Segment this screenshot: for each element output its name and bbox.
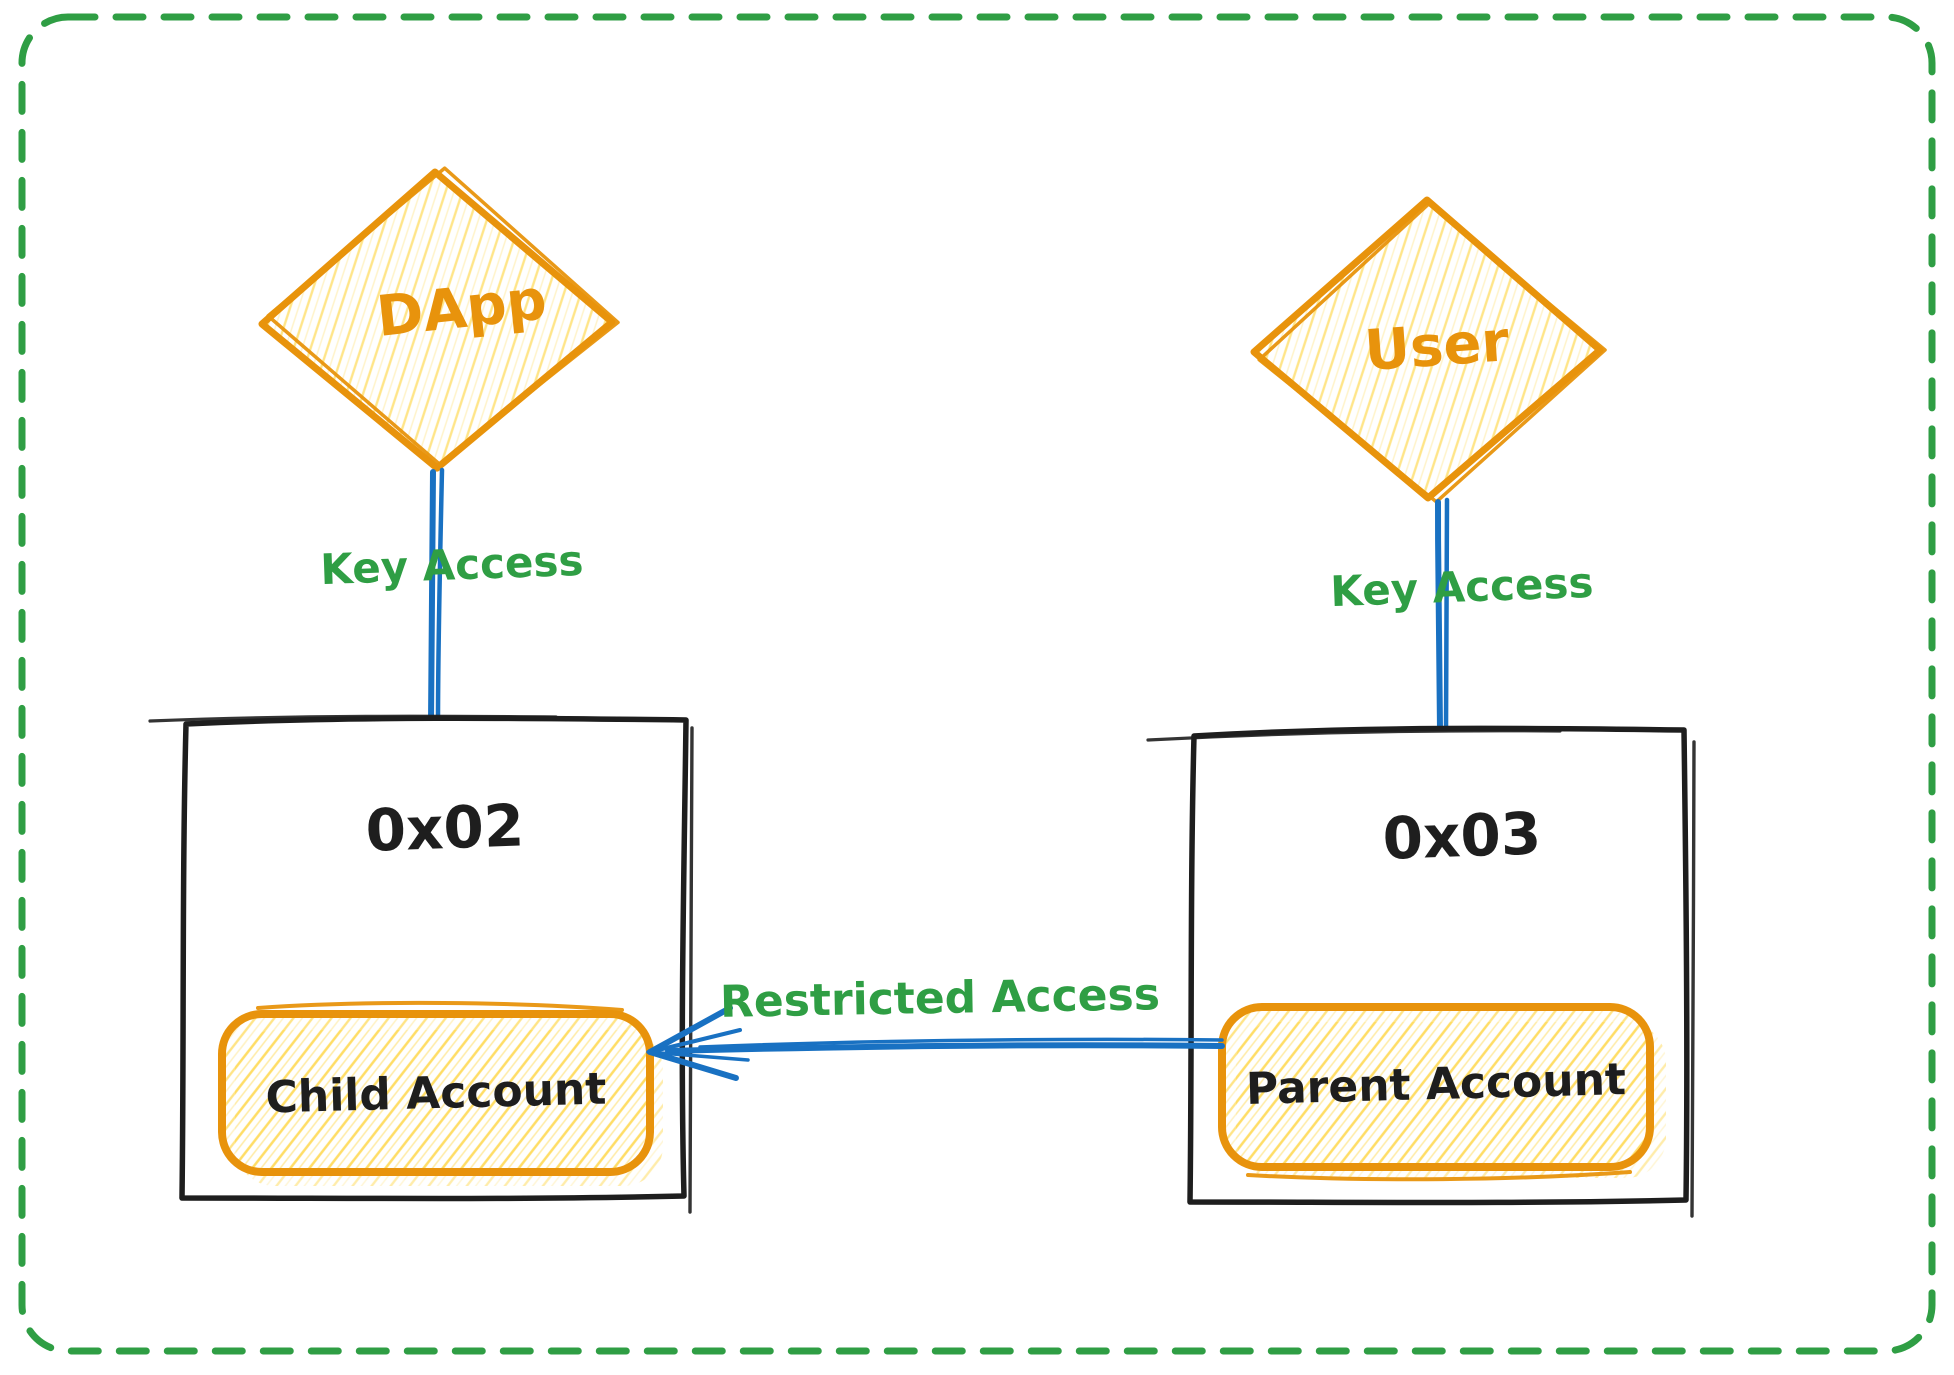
parent-account-pill[interactable]: Parent Account <box>1218 1003 1666 1182</box>
account-box-0x03[interactable]: 0x03 Parent Account <box>1146 725 1696 1218</box>
sketch-accent <box>1443 497 1450 733</box>
canvas-frame-border <box>18 13 1936 1355</box>
key-access-line-user[interactable] <box>1435 499 1443 733</box>
child-account-pill[interactable]: Child Account <box>218 1000 663 1186</box>
sketch-accent <box>1246 1170 1632 1182</box>
sketch-accent <box>266 166 620 466</box>
child-account-shape[interactable] <box>218 1010 654 1176</box>
key-access-label-user: Key Access <box>1330 558 1595 616</box>
arrowhead-left-icon <box>646 1005 750 1081</box>
account-0x02-label: 0x02 <box>364 791 525 864</box>
key-access-label-dapp: Key Access <box>320 536 585 594</box>
parent-account-label: Parent Account <box>1245 1054 1626 1115</box>
sketch-accent <box>1146 729 1562 742</box>
account-box-0x02[interactable]: 0x02 Child Account <box>148 714 694 1214</box>
sketch-accent <box>435 467 445 725</box>
key-access-edge-dapp[interactable]: Key Access <box>320 467 585 725</box>
restricted-access-line[interactable] <box>665 1042 1225 1054</box>
child-account-label: Child Account <box>265 1064 607 1124</box>
account-0x03-label: 0x03 <box>1381 799 1542 872</box>
sketch-accent <box>148 714 558 723</box>
key-access-line-dapp[interactable] <box>428 469 436 725</box>
user-label: User <box>1362 309 1511 384</box>
sketch-accent <box>698 1037 1224 1049</box>
sketch-accent <box>688 726 694 1214</box>
key-access-edge-user[interactable]: Key Access <box>1330 497 1595 733</box>
sketch-accent <box>1690 740 1696 1218</box>
restricted-access-edge[interactable]: Restricted Access <box>646 969 1225 1081</box>
parent-account-shape[interactable] <box>1218 1003 1654 1171</box>
dapp-diamond[interactable]: DApp <box>258 164 622 472</box>
user-diamond[interactable]: User <box>1250 196 1608 506</box>
restricted-access-label: Restricted Access <box>720 969 1161 1028</box>
sketch-accent <box>256 1000 624 1012</box>
